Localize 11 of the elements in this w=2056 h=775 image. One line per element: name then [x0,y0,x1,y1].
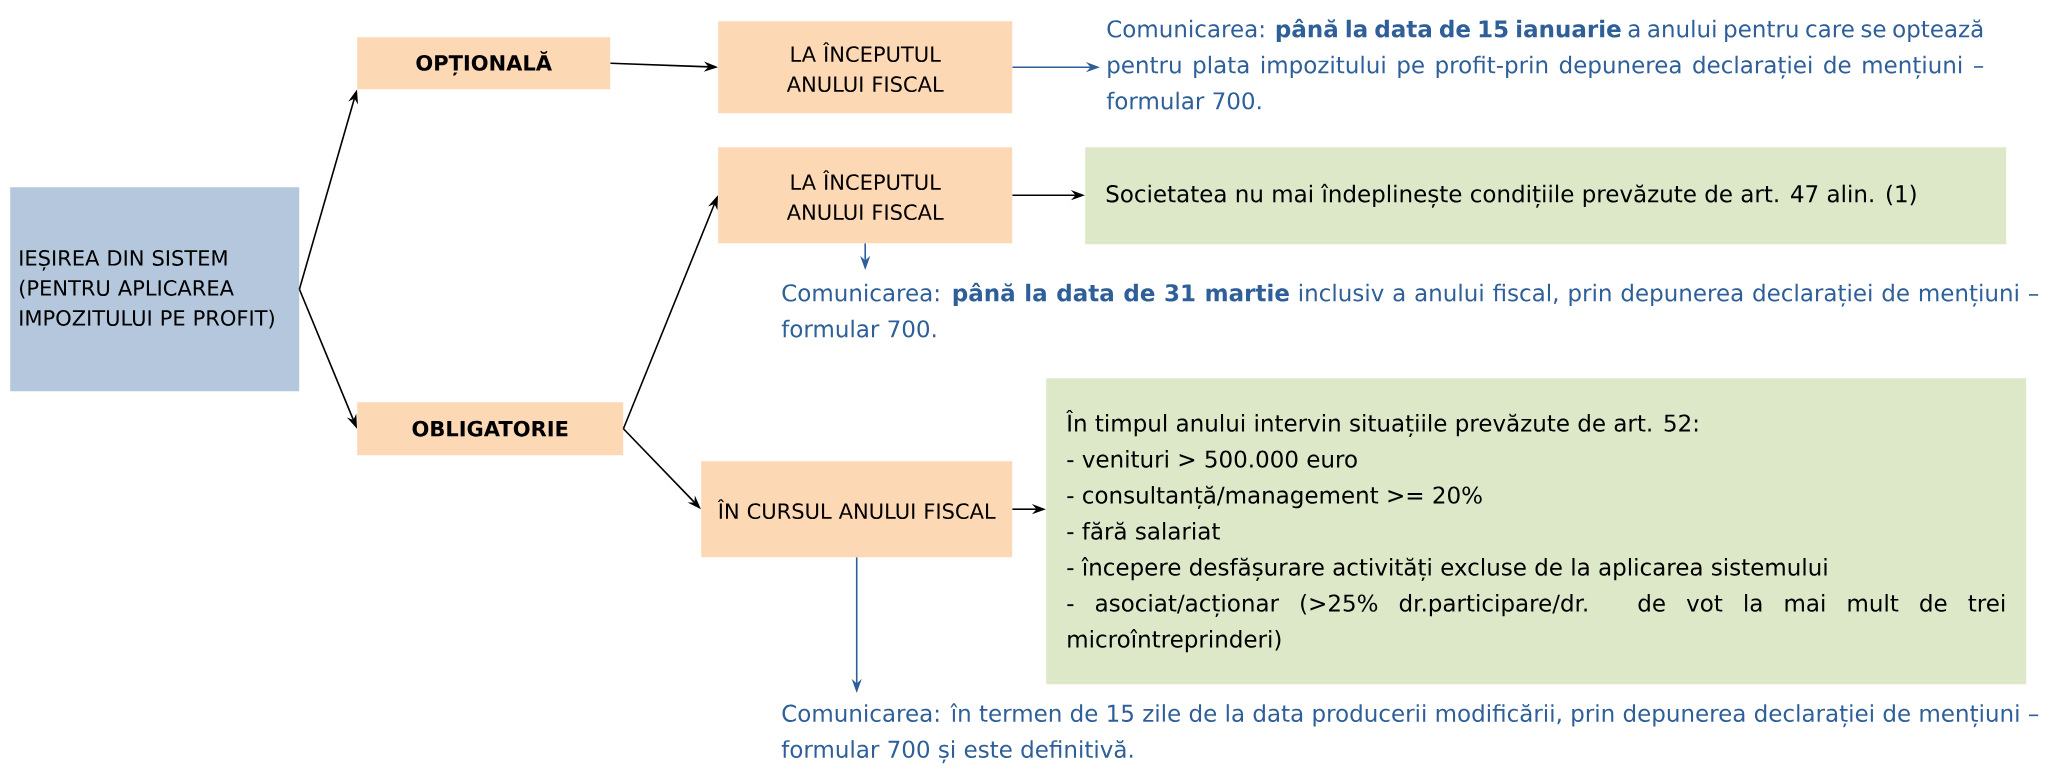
option-box: OPȚIONALĂ [357,37,611,90]
condition-box: Societatea nu mai îndeplinește condițiile prevăzute de art. 47 alin. (1) [1085,147,2007,245]
period-box: LA ÎNCEPUTUL ANULUI FISCAL [718,21,1013,114]
condition-box: În timpul anului intervin situațiile prevăzute de art. 52: - venituri > 500.000 euro - consultanță/management >= 20% - fără salariat - începere desfășurare activități excluse de la aplicarea sistemului - asociat/acționar (>25% dr.participare/dr. de vot la mai mult de trei microîntreprinderi) [1046,378,2027,685]
note-text: Comunicarea: până la data de 15 ianuarie a anului pentru care se optează pentru plata impozitului pe profit-prin depunerea declarației de mențiuni – formular 700. [1106,18,1984,110]
exit-box: IEȘIREA DIN SISTEM (PENTRU APLICAREA IMPOZITULUI PE PROFIT) [10,187,300,392]
note-text: Comunicarea: în termen de 15 zile de la data producerii modificării, prin depunerea declarației de mențiuni – formular 700 și este definitivă. [781,703,2039,764]
period-box: LA ÎNCEPUTUL ANULUI FISCAL [718,147,1013,244]
period-box: ÎN CURSUL ANULUI FISCAL [701,461,1013,558]
note-text: Comunicarea: până la data de 31 martie inclusiv a anului fiscal, prin depunerea declarației de mențiuni – formular 700. [781,282,2039,338]
option-box: OBLIGATORIE [357,402,624,456]
